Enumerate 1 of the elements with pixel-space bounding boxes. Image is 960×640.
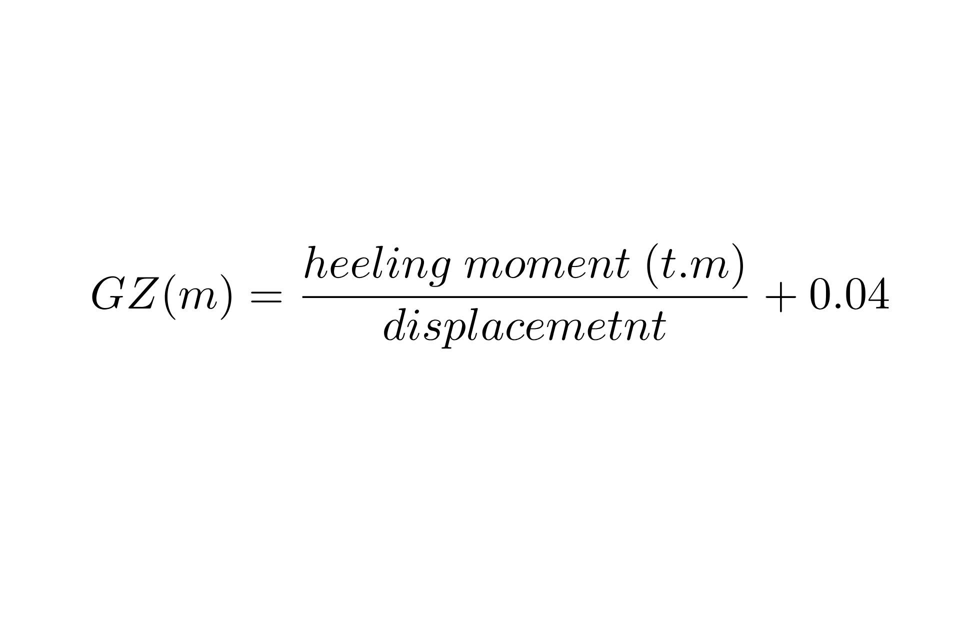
formula: $GZ(m)=\frac{heeling\ moment\ (t.m)}{displacemetnt}+0.04$ (92, 243, 889, 349)
